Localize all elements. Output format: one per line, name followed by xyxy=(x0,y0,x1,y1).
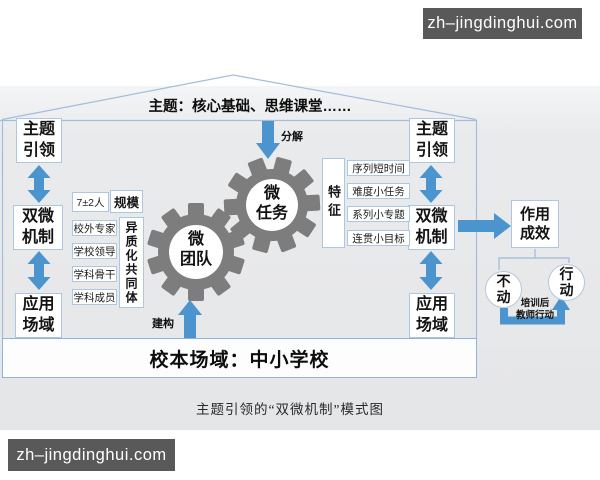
team-member-item: 学校领导 xyxy=(72,243,117,259)
task-feature-item: 序列短时间 xyxy=(347,160,410,176)
transition-label: 培训后 教师行动 xyxy=(515,298,554,321)
decompose-label: 分解 xyxy=(281,131,303,143)
left-mechanism-box: 双微 机制 xyxy=(13,205,63,250)
community-label: 异质化共同体 xyxy=(119,217,144,308)
right-field-box: 应用 场域 xyxy=(409,293,455,338)
double-arrow-icon xyxy=(419,165,443,203)
task-feature-item: 系列小专题 xyxy=(347,206,410,222)
double-arrow-icon xyxy=(27,165,51,203)
decompose-arrow-icon xyxy=(256,121,280,159)
watermark-bottom-left: zh–jingdinghui.com xyxy=(8,439,175,471)
construct-arrow-icon xyxy=(178,300,202,338)
task-feature-item: 连贯小目标 xyxy=(347,230,410,246)
double-arrow-icon xyxy=(419,251,443,290)
task-gear-label: 微 任务 xyxy=(255,185,288,222)
team-member-item: 学科成员 xyxy=(72,289,117,305)
task-feature-item: 难度小任务 xyxy=(347,183,410,199)
school-field-box: 校本场域：中小学校 xyxy=(2,338,477,378)
roof-theme-title: 主题：核心基础、思维课堂…… xyxy=(148,99,352,115)
task-gear-icon xyxy=(223,157,321,253)
team-scale-label: 规模 xyxy=(110,190,143,213)
no-action-circle: 不 动 xyxy=(485,271,522,308)
team-member-item: 校外专家 xyxy=(72,220,117,236)
action-arrow-icon xyxy=(500,296,570,325)
team-gear-label: 微 团队 xyxy=(179,231,212,268)
right-mechanism-box: 双微 机制 xyxy=(408,205,455,250)
effect-box: 作用 成效 xyxy=(511,200,559,248)
team-member-item: 学科骨干 xyxy=(72,266,117,282)
double-arrow-icon xyxy=(27,251,51,290)
right-theme-box: 主题 引领 xyxy=(409,118,455,163)
watermark-top-right: zh–jingdinghui.com xyxy=(423,8,582,39)
effect-arrow-icon xyxy=(458,213,511,239)
diagram-caption: 主题引领的“双微机制”模式图 xyxy=(196,402,384,417)
left-field-box: 应用 场域 xyxy=(15,293,62,338)
left-theme-box: 主题 引领 xyxy=(16,118,62,163)
bracket-connector xyxy=(498,249,570,270)
task-feature-label: 特征 xyxy=(322,158,345,248)
team-scale-value: 7±2人 xyxy=(72,192,109,212)
construct-label: 建构 xyxy=(152,318,174,330)
action-circle: 行 动 xyxy=(548,264,585,301)
